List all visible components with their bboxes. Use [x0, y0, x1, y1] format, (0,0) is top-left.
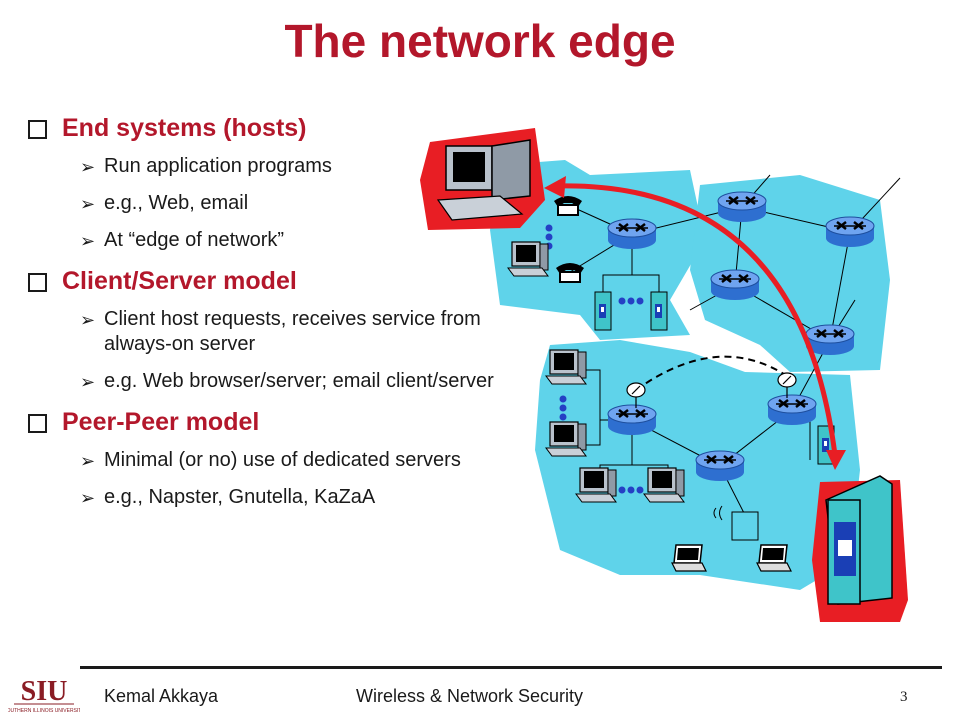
desktop-computer-icon [545, 349, 587, 385]
arrow-bullet-icon: ➢ [80, 488, 96, 508]
bullet-heading-client-server: Client/Server model [28, 265, 498, 297]
router-icon [824, 215, 876, 249]
ellipsis-dots [545, 224, 553, 250]
footer-course: Wireless & Network Security [356, 686, 584, 706]
router-icon [709, 268, 761, 302]
footer-author: Kemal Akkaya [104, 686, 219, 706]
router-icon [606, 403, 658, 437]
network-diagram [420, 128, 908, 622]
arrow-bullet-icon: ➢ [80, 157, 96, 177]
satellite-dish-icon [626, 382, 646, 408]
bullet-item: ➢e.g., Web, email [28, 191, 498, 216]
router-icon [716, 190, 768, 224]
arrow-bullet-icon: ➢ [80, 310, 96, 330]
wireless-link [635, 355, 791, 391]
telephone-icon [555, 262, 585, 283]
highlighted-server [812, 475, 908, 622]
bullet-heading-peer-peer: Peer-Peer model [28, 406, 498, 438]
server-tower-icon [650, 291, 668, 331]
checkbox-bullet-icon [28, 273, 47, 292]
bullet-item: ➢At “edge of network” [28, 228, 498, 253]
server-tower-icon [594, 291, 612, 331]
desktop-computer-icon [643, 467, 685, 503]
bullet-list: End systems (hosts) ➢Run application pro… [28, 112, 498, 522]
access-point-icon [713, 505, 759, 541]
bullet-heading-end-systems: End systems (hosts) [28, 112, 498, 144]
page-number: 3 [900, 689, 908, 705]
ellipsis-dots [559, 297, 644, 494]
university-logo: SIU SOUTHERN ILLINOIS UNIVERSITY [8, 670, 80, 716]
arrow-bullet-icon: ➢ [80, 231, 96, 251]
router-icon [766, 393, 818, 427]
bullet-item: ➢Minimal (or no) use of dedicated server… [28, 448, 498, 473]
telephone-icon [553, 195, 583, 216]
bullet-item: ➢e.g., Napster, Gnutella, KaZaA [28, 485, 498, 510]
arrow-bullet-icon: ➢ [80, 372, 96, 392]
slide-title: The network edge [284, 15, 676, 67]
laptop-icon [756, 544, 792, 572]
desktop-computer-icon [575, 467, 617, 503]
desktop-computer-icon [545, 421, 587, 457]
svg-text:SIU: SIU [21, 676, 68, 707]
footer-divider [80, 666, 942, 669]
arrow-bullet-icon: ➢ [80, 451, 96, 471]
checkbox-bullet-icon [28, 120, 47, 139]
svg-text:SOUTHERN ILLINOIS UNIVERSITY: SOUTHERN ILLINOIS UNIVERSITY [8, 708, 80, 714]
laptop-icon [671, 544, 707, 572]
router-icon [606, 217, 658, 251]
bullet-item: ➢Client host requests, receives service … [80, 308, 481, 355]
checkbox-bullet-icon [28, 414, 47, 433]
highlighted-host [420, 128, 545, 230]
bullet-item: ➢e.g. Web browser/server; email client/s… [28, 369, 498, 394]
communication-arrow [544, 176, 846, 470]
satellite-dish-icon [777, 372, 797, 398]
arrow-bullet-icon: ➢ [80, 194, 96, 214]
bullet-item: ➢Run application programs [28, 154, 498, 179]
desktop-computer-icon [507, 241, 549, 277]
router-icon [694, 449, 746, 483]
